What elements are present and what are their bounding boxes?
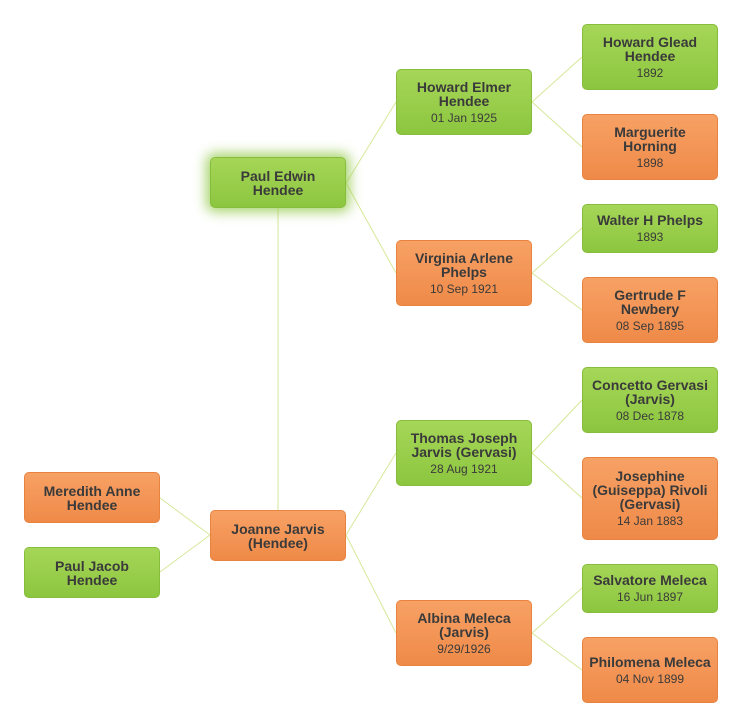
- connector-father-howard-elmer: [531, 56, 583, 103]
- person-card-howard-glead-hendee[interactable]: Howard Glead Hendee 1892: [582, 24, 718, 90]
- person-date: 16 Jun 1897: [616, 590, 684, 604]
- person-card-paul-edwin-hendee[interactable]: Paul Edwin Hendee: [210, 157, 346, 208]
- person-name: Albina Meleca (Jarvis): [417, 609, 511, 640]
- connector-mother-howard-elmer: [531, 101, 583, 148]
- person-date: 9/29/1926: [437, 641, 491, 656]
- person-card-walter-h-phelps[interactable]: Walter H Phelps 1893: [582, 204, 718, 253]
- person-date: 1893: [636, 230, 664, 244]
- connector-mother-paul: [345, 182, 397, 274]
- person-date: 08 Dec 1878: [615, 408, 685, 423]
- person-card-paul-jacob-hendee[interactable]: Paul Jacob Hendee: [24, 547, 160, 598]
- person-card-concetto-gervasi[interactable]: Concetto Gervasi (Jarvis) 08 Dec 1878: [582, 367, 718, 433]
- person-card-virginia-arlene-phelps[interactable]: Virginia Arlene Phelps 10 Sep 1921: [396, 240, 532, 306]
- person-date: 04 Nov 1899: [615, 671, 685, 686]
- person-name: Meredith Anne Hendee: [43, 482, 141, 513]
- person-name: Howard Glead Hendee: [602, 33, 698, 64]
- person-name: Virginia Arlene Phelps: [414, 249, 514, 280]
- person-card-joanne-jarvis[interactable]: Joanne Jarvis (Hendee): [210, 510, 346, 561]
- person-name: Joanne Jarvis (Hendee): [231, 520, 325, 551]
- person-date: 01 Jan 1925: [430, 110, 498, 125]
- person-card-salvatore-meleca[interactable]: Salvatore Meleca 16 Jun 1897: [582, 564, 718, 613]
- connector-mother-virginia: [531, 272, 583, 311]
- person-name: Howard Elmer Hendee: [416, 78, 512, 109]
- person-card-thomas-joseph-jarvis[interactable]: Thomas Joseph Jarvis (Gervasi) 28 Aug 19…: [396, 420, 532, 486]
- connector-father-albina: [531, 587, 583, 634]
- person-name: Gertrude F Newbery: [614, 286, 686, 317]
- person-name: Marguerite Horning: [614, 123, 686, 154]
- person-card-meredith-anne-hendee[interactable]: Meredith Anne Hendee: [24, 472, 160, 523]
- person-name: Concetto Gervasi (Jarvis): [592, 376, 708, 407]
- connector-father-paul: [345, 101, 397, 184]
- person-card-albina-meleca[interactable]: Albina Meleca (Jarvis) 9/29/1926: [396, 600, 532, 666]
- connector-mother-thomas: [531, 452, 583, 499]
- person-date: 08 Sep 1895: [615, 318, 685, 333]
- person-name: Paul Edwin Hendee: [240, 167, 316, 198]
- connector-father-thomas: [531, 399, 583, 454]
- person-name: Josephine (Guiseppa) Rivoli (Gervasi): [592, 468, 708, 512]
- connector-mother-joanne: [345, 534, 397, 634]
- person-card-marguerite-horning[interactable]: Marguerite Horning 1898: [582, 114, 718, 180]
- connector-father-joanne: [345, 452, 397, 536]
- connector-child-paul-jacob: [159, 534, 211, 573]
- person-date: 1892: [636, 65, 664, 80]
- person-name: Salvatore Meleca: [593, 572, 707, 588]
- person-date: 28 Aug 1921: [430, 461, 498, 476]
- person-date: 1898: [636, 155, 664, 170]
- person-card-gertrude-f-newbery[interactable]: Gertrude F Newbery 08 Sep 1895: [582, 277, 718, 343]
- connector-father-virginia: [531, 227, 583, 274]
- person-card-josephine-rivoli[interactable]: Josephine (Guiseppa) Rivoli (Gervasi) 14…: [582, 457, 718, 540]
- person-card-philomena-meleca[interactable]: Philomena Meleca 04 Nov 1899: [582, 637, 718, 703]
- person-name: Thomas Joseph Jarvis (Gervasi): [410, 429, 518, 460]
- person-name: Philomena Meleca: [589, 653, 711, 670]
- person-date: 10 Sep 1921: [429, 281, 499, 296]
- person-card-howard-elmer-hendee[interactable]: Howard Elmer Hendee 01 Jan 1925: [396, 69, 532, 135]
- person-name: Paul Jacob Hendee: [55, 557, 129, 588]
- person-date: 14 Jan 1883: [616, 514, 684, 528]
- connector-child-meredith: [159, 497, 211, 536]
- connector-mother-albina: [531, 632, 583, 671]
- person-name: Walter H Phelps: [596, 212, 704, 228]
